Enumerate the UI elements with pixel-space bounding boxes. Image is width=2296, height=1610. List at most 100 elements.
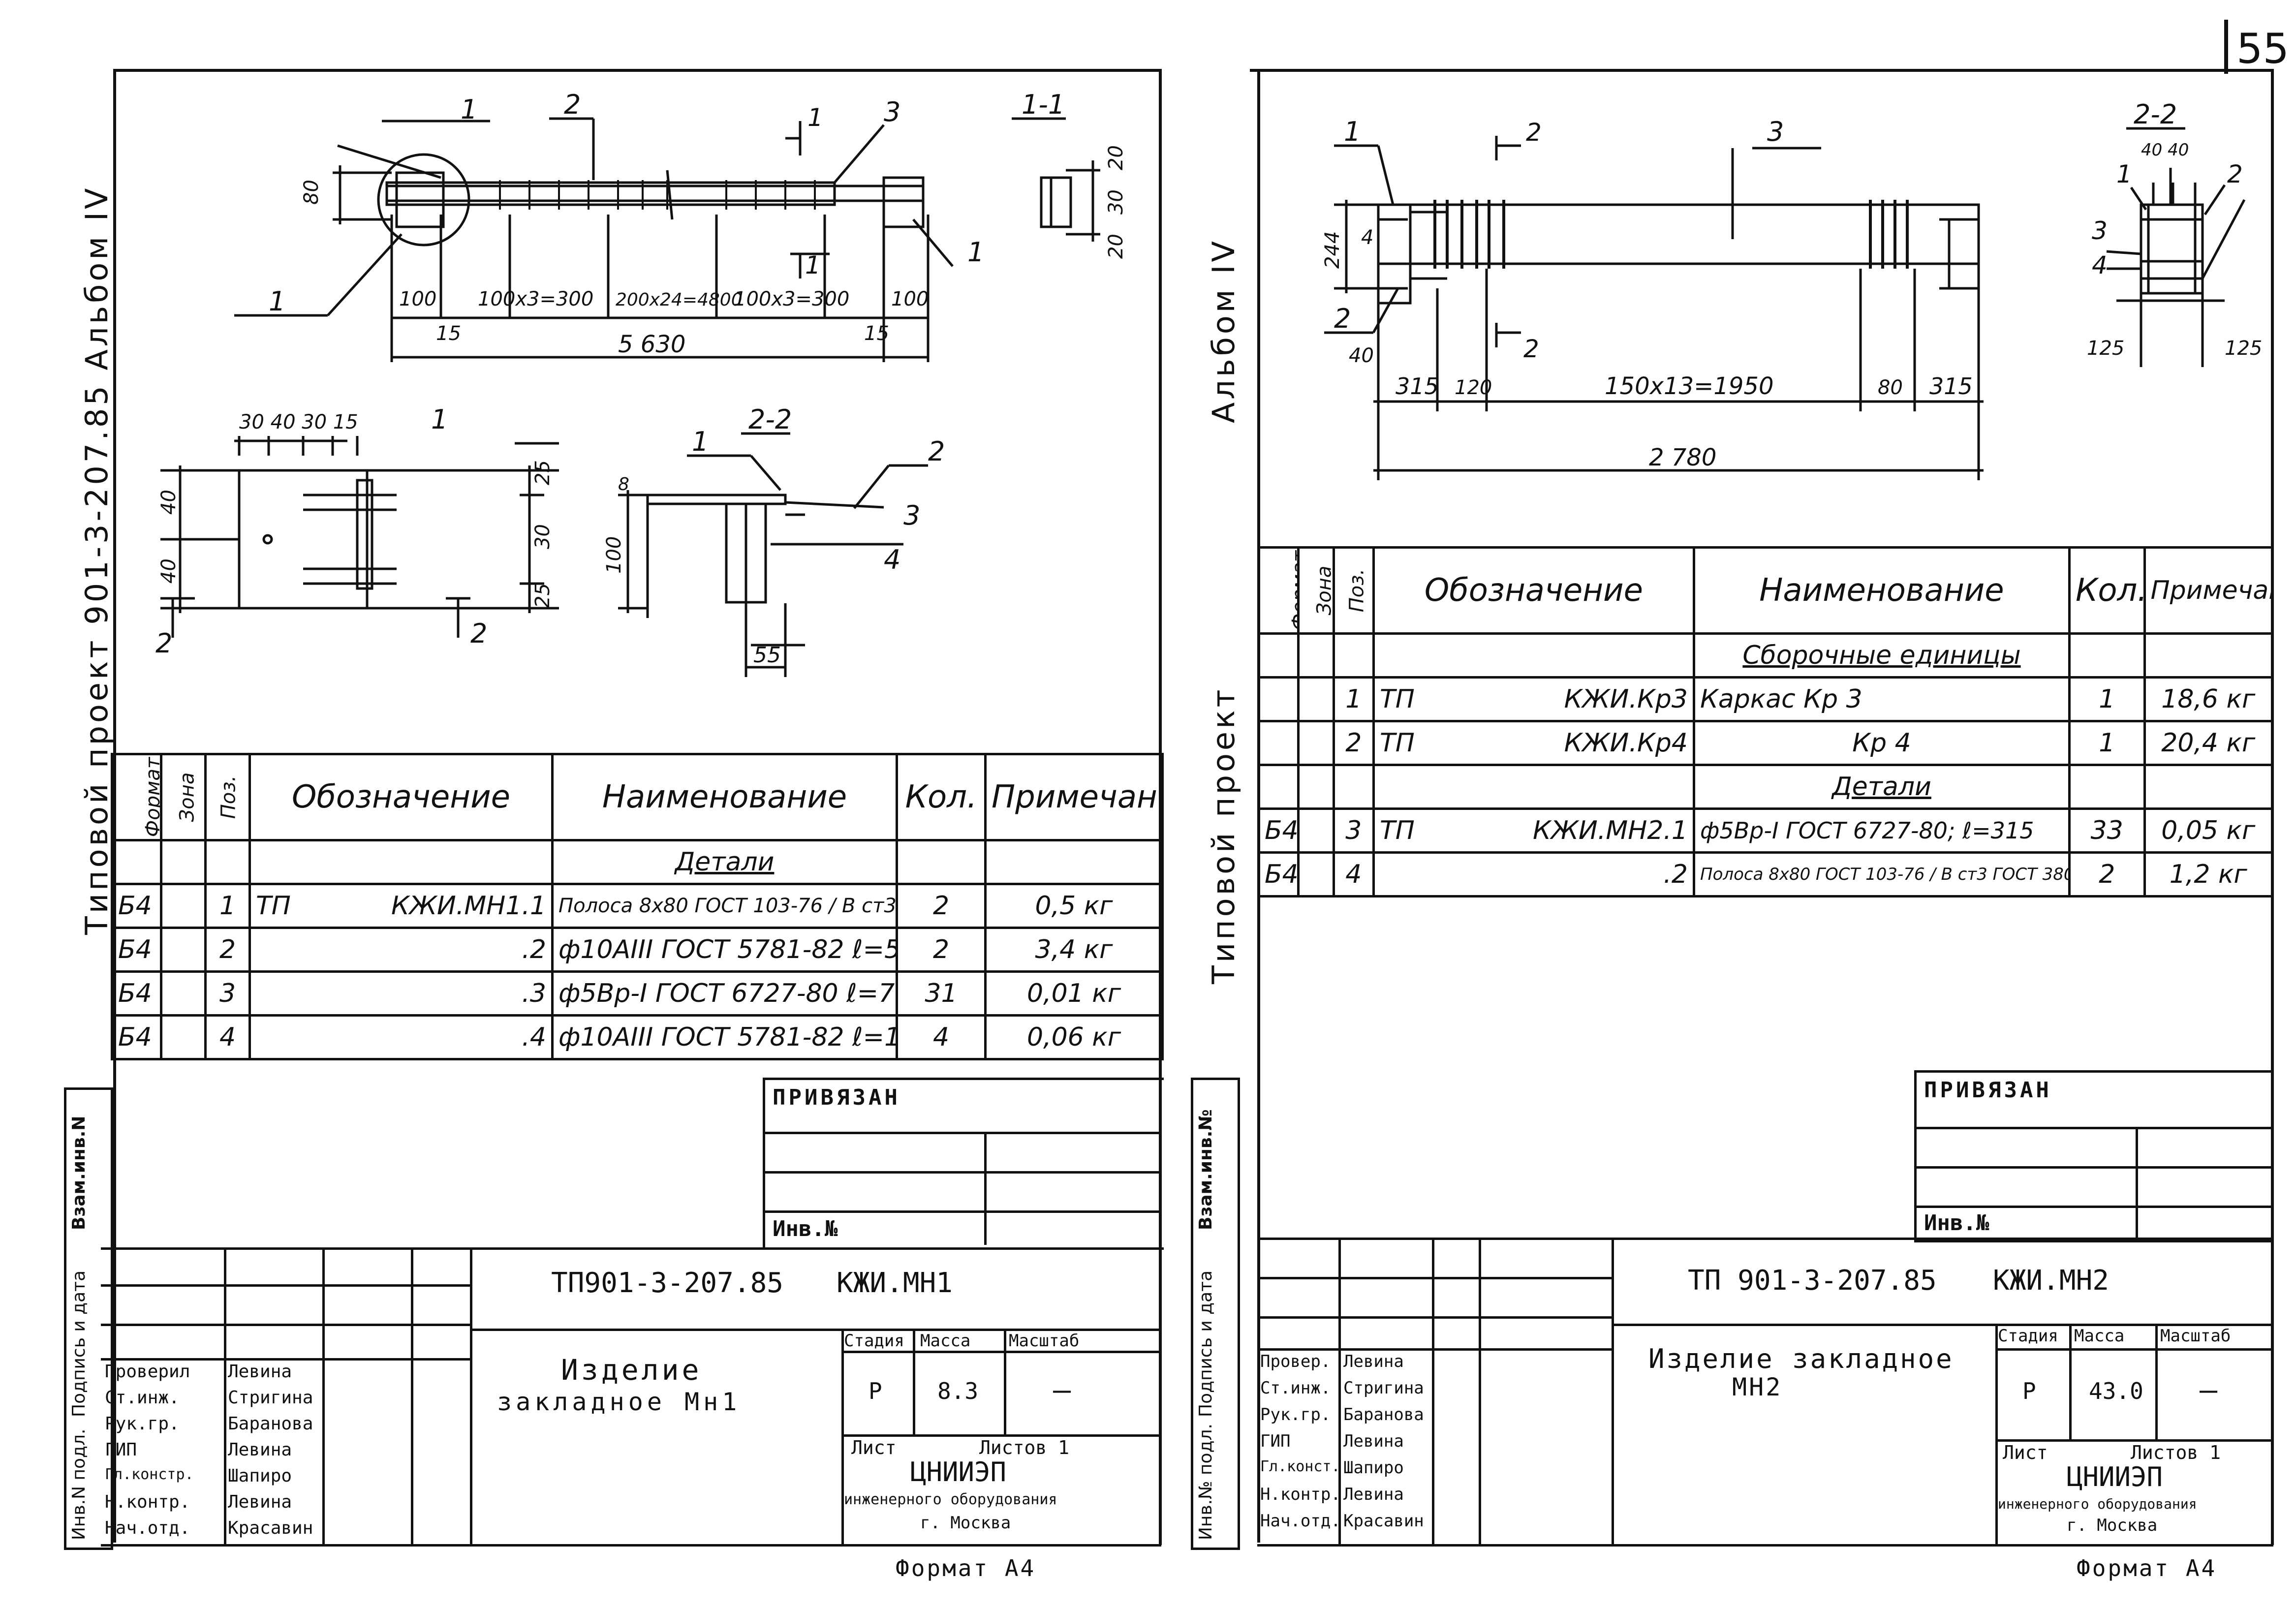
cell-pos: 4 <box>204 1014 251 1060</box>
cell-pos: 3 <box>204 970 251 1017</box>
right-tb-title-2: МН2 <box>1732 1373 1783 1401</box>
cell-pos: 2 <box>204 927 251 973</box>
right-sec-callout-1: 1 <box>2116 160 2132 188</box>
left-title-block <box>101 1247 1161 1545</box>
right-tb-divider-v <box>1612 1238 1614 1545</box>
right-dim-4: 4 <box>1361 226 1373 249</box>
cell-pos: 1 <box>1332 676 1375 722</box>
right-tb-v3 <box>2155 1324 2158 1442</box>
cell-qty: 33 <box>2068 807 2146 854</box>
left-sig-grid-v3 <box>411 1247 413 1545</box>
left-tb-sheets-label: Листов 1 <box>979 1437 1070 1458</box>
right-sig-grid-v2 <box>1432 1238 1434 1545</box>
left-sig-grid-v1 <box>224 1247 226 1545</box>
cell-format: Б4 <box>1257 807 1300 854</box>
left-th-qty: Кол. <box>896 753 987 841</box>
left-arrow-2a: 2 <box>155 628 172 659</box>
right-name-6: Красавин <box>1343 1511 1424 1531</box>
right-sidebar-podpis: Подпись и дата <box>1196 1270 1216 1417</box>
left-privyazan: ПРИВЯЗАН <box>773 1085 900 1110</box>
right-name-2: Баранова <box>1343 1405 1424 1424</box>
left-callout-1c: 1 <box>269 286 285 317</box>
right-frame-top <box>1250 69 2273 72</box>
right-dim-244: 244 <box>1321 231 1344 269</box>
left-dim-1-1-c: 20 <box>1105 234 1127 259</box>
left-sec-callout-2: 2 <box>928 436 945 467</box>
left-dim-total: 5 630 <box>618 331 685 358</box>
left-th-pos: Поз. <box>204 753 251 841</box>
left-tb-stage: Р <box>869 1378 882 1404</box>
left-drawing: 1 2 3 1 1 1 1 1-1 100 100x3=300 200x24=4… <box>155 89 1127 677</box>
right-name-1: Стригина <box>1343 1378 1424 1398</box>
cell-format: Б4 <box>111 883 162 929</box>
left-dim-100a: 100 <box>399 288 436 310</box>
cell-designation: .4 <box>248 1014 554 1060</box>
right-dim-150x13: 150x13=1950 <box>1605 372 1773 400</box>
left-inv-no: Инв.№ <box>773 1216 838 1241</box>
right-inv-no: Инв.№ <box>1924 1210 1989 1236</box>
left-callout-2: 2 <box>564 89 581 120</box>
right-tb-scale-label: Масштаб <box>2160 1326 2231 1346</box>
left-sidebar-inv-podl: Инв.N подл. <box>69 1428 89 1540</box>
right-dim-40: 40 <box>1349 344 1374 367</box>
left-dim-15b: 15 <box>864 322 889 345</box>
left-dim-8: 8 <box>618 474 629 495</box>
left-name-1: Стригина <box>228 1388 313 1408</box>
right-th-format: Формат <box>1257 546 1300 635</box>
left-role-5: Н.контр. <box>105 1492 190 1512</box>
cell-designation: .3 <box>248 970 554 1017</box>
cell-qty: 4 <box>896 1014 987 1060</box>
left-role-1: Ст.инж. <box>105 1388 180 1408</box>
right-sidebar-inv: Взам.инв.№ <box>1196 1109 1216 1230</box>
left-format: Формат А4 <box>896 1555 1036 1581</box>
right-sig-grid-h1 <box>1257 1277 1612 1279</box>
cell-format: Б4 <box>1257 851 1300 898</box>
left-tb-org3: г. Москва <box>920 1513 1011 1533</box>
left-tb-mass-label: Масса <box>920 1331 971 1351</box>
cell-qty: 2 <box>2068 851 2146 898</box>
cell-pos: 3 <box>1332 807 1375 854</box>
right-callout-3: 3 <box>1767 116 1784 147</box>
cell-pos: 4 <box>1332 851 1375 898</box>
cell-name: Полоса 8х80 ГОСТ 103-76 / В ст3 ГОСТ 380… <box>551 883 898 929</box>
left-section-details: Детали <box>551 839 898 885</box>
left-dim-100x3a: 100x3=300 <box>478 288 593 310</box>
left-tb-title-2: закладное Мн1 <box>497 1388 741 1416</box>
right-callout-2: 2 <box>1334 303 1351 334</box>
left-privyazan-line3 <box>765 1210 1161 1213</box>
left-sec-callout-4: 4 <box>884 544 900 575</box>
right-tb-stage-label: Стадия <box>1998 1326 2058 1346</box>
left-name-4: Шапиро <box>228 1466 292 1486</box>
right-sidebar-project: Типовой проект <box>1206 686 1241 984</box>
left-plate-dim-25b: 25 <box>531 583 554 608</box>
cell-name: ф5Вр-I ГОСТ 6727-80; ℓ=315 <box>1693 807 2071 854</box>
left-sidebar-project: Типовой проект 901-3-207.85 Альбом IV <box>79 185 115 935</box>
right-title-block <box>1257 1238 2271 1240</box>
left-sig-grid-h1 <box>101 1284 470 1287</box>
left-tb-scale: — <box>1053 1373 1071 1407</box>
cell-pos: 2 <box>1332 720 1375 766</box>
right-privyazan-line2 <box>1917 1166 2271 1169</box>
left-th-designation: Обозначение <box>248 753 554 841</box>
right-tb-mass: 43.0 <box>2089 1378 2143 1404</box>
left-view-1: 1 <box>431 404 448 435</box>
right-name-0: Левина <box>1343 1352 1404 1371</box>
left-sec-callout-1: 1 <box>692 426 709 457</box>
cell-format: Б4 <box>111 927 162 973</box>
right-privyazan: ПРИВЯЗАН <box>1924 1078 2052 1103</box>
left-tb-v3 <box>1004 1329 1006 1437</box>
cell-prefix: ТП <box>1379 816 1415 845</box>
right-format: Формат А4 <box>2077 1555 2217 1581</box>
left-dim-200x24: 200x24=4800 <box>616 290 743 310</box>
right-sidebar-strip <box>1191 1078 1240 1550</box>
left-tb-scale-label: Масштаб <box>1009 1331 1080 1351</box>
cell-name: Каркас Кр 3 <box>1693 676 2071 722</box>
cell-format: Б4 <box>111 970 162 1017</box>
left-dim-1-1-b: 30 <box>1105 189 1127 215</box>
right-tb-code-suffix: КЖИ.МН2 <box>1993 1265 2110 1297</box>
left-tb-code: ТП901-3-207.85 <box>551 1267 784 1299</box>
